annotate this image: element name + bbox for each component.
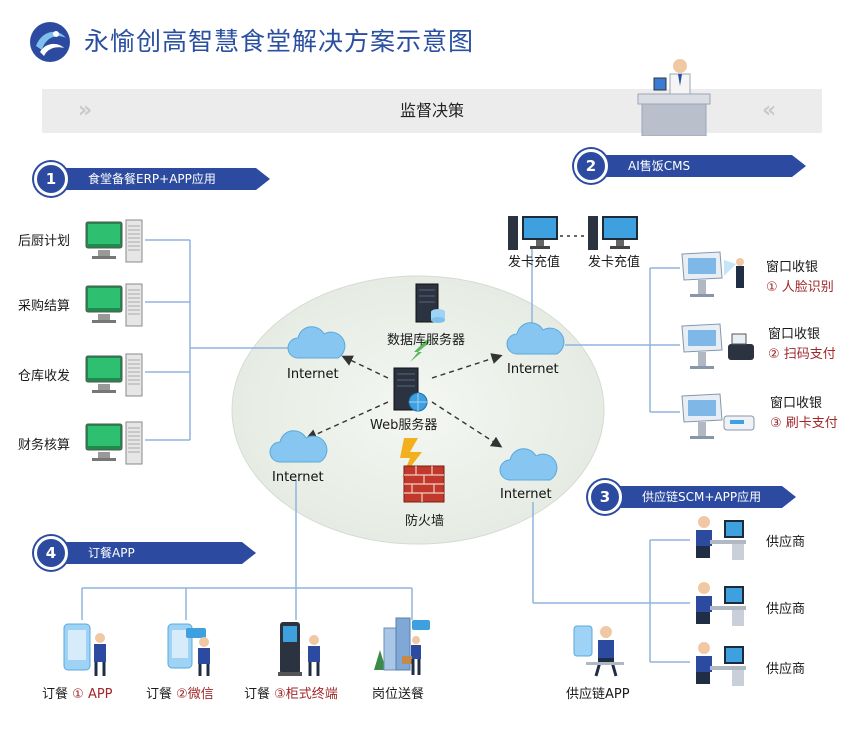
section-erp-number: 1 — [34, 162, 68, 196]
chevron-left-icon: « — [762, 98, 777, 123]
order-channel-suffix: ③柜式终端 — [274, 687, 338, 702]
supply-chain-app-icon — [573, 625, 624, 677]
section-order-title: 订餐APP — [48, 542, 256, 564]
supplier-workstation-icon — [696, 582, 746, 626]
window-method: ② 扫码支付 — [768, 347, 836, 362]
section-cms-header: AI售饭CMS 2 — [574, 149, 806, 183]
web-server-label: Web服务器 — [370, 418, 438, 433]
erp-item-label: 财务核算 — [18, 438, 71, 453]
order-channel-prefix: 订餐 — [42, 687, 69, 702]
window-method: ③ 刷卡支付 — [770, 416, 838, 431]
qr-payment-pos-icon — [681, 323, 754, 369]
erp-item-label: 后厨计划 — [18, 234, 71, 249]
supplier-label: 供应商 — [766, 535, 806, 550]
card-terminal-icon — [508, 216, 558, 250]
supplier-label: 供应商 — [766, 602, 806, 617]
wechat-order-icon — [167, 623, 210, 676]
window-title: 窗口收银 — [770, 396, 823, 411]
section-erp-header: 食堂备餐ERP+APP应用 1 — [34, 162, 270, 196]
order-channel-label: 订餐 ②微信 — [146, 683, 214, 702]
card-terminal-label: 发卡充值 — [588, 255, 641, 270]
order-channel-suffix: 岗位送餐 — [372, 687, 425, 702]
section-scm-number: 3 — [588, 480, 622, 514]
database-server-icon — [415, 283, 445, 323]
window-title: 窗口收银 — [768, 327, 821, 342]
section-order-header: 订餐APP 4 — [34, 536, 256, 570]
cloud-icon — [287, 326, 346, 359]
desktop-computer-icon — [85, 421, 143, 465]
supplier-label: 供应商 — [766, 662, 806, 677]
card-terminal-icon — [588, 216, 638, 250]
internet-label: Internet — [500, 487, 552, 502]
supplier-workstation-icon — [696, 516, 746, 560]
card-terminal-label: 发卡充值 — [508, 255, 561, 270]
company-logo — [30, 22, 70, 62]
section-cms-number: 2 — [574, 149, 608, 183]
order-channel-label: 订餐 ① APP — [42, 683, 113, 702]
face-recognition-pos-icon — [681, 251, 744, 297]
cloud-icon — [506, 322, 565, 355]
supervisor-desk-icon — [637, 59, 711, 136]
window-method: ① 人脸识别 — [766, 280, 834, 295]
section-scm-header: 供应链SCM+APP应用 3 — [588, 480, 796, 514]
banner-label: 监督决策 — [399, 101, 464, 120]
section-scm-title: 供应链SCM+APP应用 — [602, 486, 796, 508]
database-server-label: 数据库服务器 — [387, 333, 466, 348]
order-channel-label: 订餐 ③柜式终端 — [244, 683, 338, 702]
cloud-icon — [499, 448, 558, 481]
erp-item-label: 仓库收发 — [18, 369, 71, 384]
order-channel-prefix: 订餐 — [244, 687, 271, 702]
section-cms-title: AI售饭CMS — [588, 155, 806, 177]
section-order-number: 4 — [34, 536, 68, 570]
order-channel-suffix: ②微信 — [176, 687, 214, 702]
order-channel-label: 岗位送餐 — [372, 683, 424, 702]
firewall-icon — [403, 465, 445, 503]
order-channel-suffix: ① APP — [72, 687, 113, 702]
desktop-computer-icon — [85, 219, 143, 263]
internet-label: Internet — [272, 470, 324, 485]
internet-label: Internet — [507, 362, 559, 377]
section-erp-title: 食堂备餐ERP+APP应用 — [48, 168, 270, 190]
order-channel-prefix: 订餐 — [146, 687, 173, 702]
supply-chain-app-label: 供应链APP — [566, 687, 630, 702]
card-payment-pos-icon — [681, 393, 755, 439]
supplier-workstation-icon — [696, 642, 746, 686]
desktop-computer-icon — [85, 353, 143, 397]
firewall-label: 防火墙 — [405, 514, 445, 529]
web-server-icon — [393, 367, 428, 412]
desktop-computer-icon — [85, 283, 143, 327]
internet-label: Internet — [287, 367, 339, 382]
office-delivery-icon — [374, 617, 430, 675]
chevron-right-icon: » — [78, 98, 93, 123]
page-title: 永愉创高智慧食堂解决方案示意图 — [84, 27, 475, 56]
erp-item-label: 采购结算 — [18, 299, 71, 314]
cloud-icon — [269, 430, 328, 463]
kiosk-terminal-icon — [278, 622, 320, 676]
mobile-app-icon — [63, 623, 106, 676]
window-title: 窗口收银 — [766, 260, 819, 275]
